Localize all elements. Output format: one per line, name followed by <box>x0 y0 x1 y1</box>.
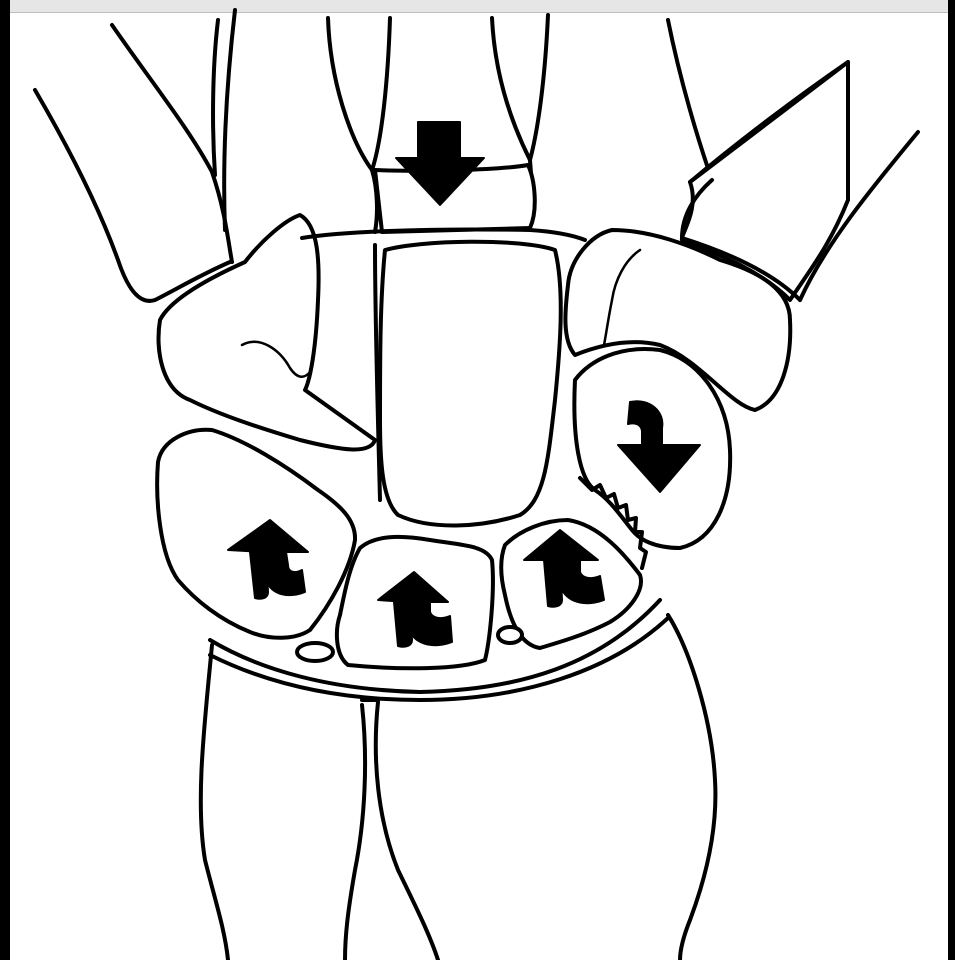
trapezium <box>159 215 375 449</box>
row-divider-top <box>302 229 585 240</box>
radius-left-edge <box>376 702 438 960</box>
metacarpal-2-line-b <box>213 20 218 175</box>
ulna-right-edge <box>345 705 365 960</box>
metacarpal-3-line-a <box>224 10 235 230</box>
carpal-bones <box>157 215 790 668</box>
lunate-arrow-base <box>394 602 412 647</box>
capitate <box>380 242 561 526</box>
metacarpal-5-line-b <box>668 20 712 180</box>
radius-right-edge <box>668 615 715 960</box>
metacarpal-3-line-b <box>328 18 377 232</box>
triquetrum-arrow-base <box>544 560 562 607</box>
metacarpal-4-line-a <box>372 18 390 170</box>
sesamoid-right <box>498 627 522 643</box>
sesamoid-left <box>297 643 333 661</box>
metacarpal-5-line-a <box>530 15 548 160</box>
ulna-left-edge <box>201 645 228 960</box>
metacarpal-1-line-a <box>35 90 118 260</box>
